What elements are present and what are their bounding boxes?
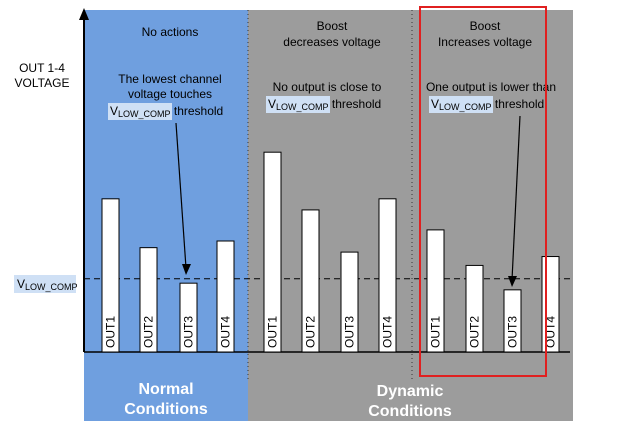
region1-note-symbol-highlight [108, 103, 172, 120]
dynamic-region-background [248, 10, 573, 421]
bar-group1-out4 [216, 240, 235, 353]
region1-arrowhead [182, 264, 191, 275]
bar-label-group3-out2: OUT2 [468, 316, 482, 348]
bar-label-group3-out3: OUT3 [506, 316, 520, 348]
bar-group1-out1 [101, 198, 120, 353]
bar-label-group1-out3: OUT3 [182, 316, 196, 348]
y-axis-label-line1: OUT 1-4 [19, 61, 65, 75]
bar-group2-out3 [340, 251, 359, 353]
footer-dynamic-line2: Conditions [368, 403, 452, 420]
threshold-label: VLOW_COMP [17, 277, 78, 292]
region1-note-line3: VLOW_COMP threshold [110, 104, 223, 119]
footer-normal-line2: Conditions [124, 401, 208, 418]
bar-label-group1-out2: OUT2 [142, 316, 156, 348]
bar-label-group3-out1: OUT1 [429, 316, 443, 348]
bar-label-group2-out1: OUT1 [266, 316, 280, 348]
region3-note-line2: VLOW_COMP threshold [431, 97, 544, 112]
region1-note-line1: The lowest channel [118, 72, 221, 86]
region3-annotation-arrow [511, 115, 521, 281]
region1-note-line2: voltage touches [128, 87, 212, 101]
region2-note-line2: VLOW_COMP threshold [268, 97, 381, 112]
footer-normal-line1: Normal [138, 381, 193, 398]
region2-header-line2: decreases voltage [283, 35, 381, 49]
region2-note-symbol-highlight [266, 96, 330, 113]
bar-label-group2-out3: OUT3 [343, 316, 357, 348]
region2-note-line1: No output is close to [273, 80, 382, 94]
region2-header-line1: Boost [317, 19, 348, 33]
bar-label-group2-out4: OUT4 [381, 316, 395, 348]
bar-group3-out1 [426, 229, 445, 353]
region3-header-line2: Increases voltage [438, 35, 532, 49]
bar-group2-out1 [263, 151, 282, 353]
region3-arrowhead [508, 276, 517, 287]
bar-label-group1-out1: OUT1 [104, 316, 118, 348]
bar-group1-out3 [179, 282, 198, 353]
region1-header-line1: No actions [142, 25, 199, 39]
bar-label-group1-out4: OUT4 [219, 316, 233, 348]
bar-group2-out4 [378, 198, 397, 353]
bar-group3-out3 [503, 289, 522, 353]
footer-dynamic-line1: Dynamic [377, 383, 444, 400]
region1-annotation-arrow [175, 122, 187, 269]
bar-group3-out2 [465, 264, 484, 353]
threshold-label-highlight [14, 275, 76, 293]
bar-group1-out2 [139, 247, 158, 353]
bar-label-group2-out2: OUT2 [304, 316, 318, 348]
highlight-box [419, 6, 547, 377]
y-axis-label-line2: VOLTAGE [15, 76, 70, 90]
region3-note-symbol-highlight [429, 96, 493, 113]
bar-group2-out2 [301, 209, 320, 353]
y-axis-arrow [79, 8, 89, 20]
region3-header-line1: Boost [470, 19, 501, 33]
region3-note-line1: One output is lower than [426, 80, 556, 94]
